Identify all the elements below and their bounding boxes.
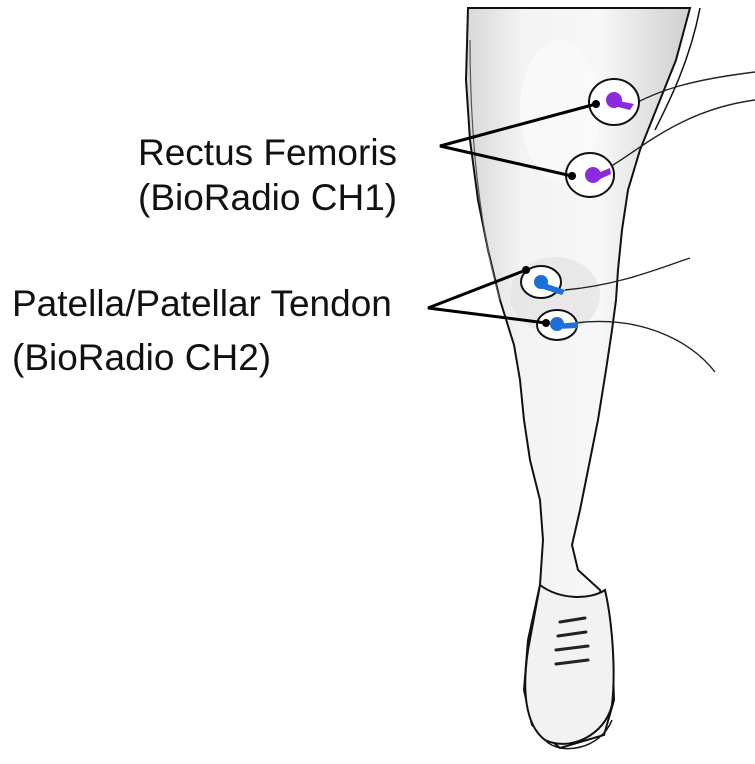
patella-tendon-label: Patella/Patellar Tendon bbox=[12, 282, 392, 326]
rectus-femoris-label: Rectus Femoris bbox=[138, 131, 397, 175]
sneaker-icon bbox=[525, 585, 613, 749]
rectus-femoris-channel-label: (BioRadio CH1) bbox=[138, 176, 397, 220]
patella-tendon-channel-label: (BioRadio CH2) bbox=[12, 336, 271, 380]
